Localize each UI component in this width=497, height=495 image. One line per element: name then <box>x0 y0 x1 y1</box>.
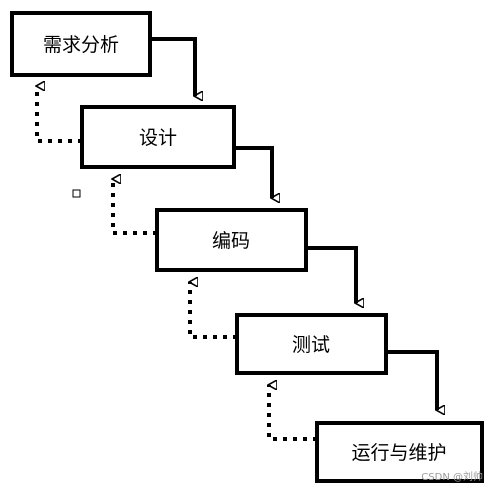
forward-arrow-requirements-to-design <box>150 37 195 96</box>
stage-label-testing: 测试 <box>292 334 330 356</box>
stage-label-maintenance: 运行与维护 <box>351 442 446 464</box>
stage-box-design: 设计 <box>80 105 236 169</box>
stage-box-requirements: 需求分析 <box>10 11 152 77</box>
stage-box-coding: 编码 <box>155 208 308 272</box>
feedback-arrow-design-to-requirements <box>35 86 82 143</box>
feedback-arrow-testing-to-coding <box>188 282 237 339</box>
stage-box-maintenance: 运行与维护 <box>315 421 484 483</box>
feedback-arrow-coding-to-design <box>111 179 157 235</box>
forward-arrow-design-to-coding <box>234 146 272 198</box>
stage-box-testing: 测试 <box>235 313 388 375</box>
stage-label-requirements: 需求分析 <box>43 34 119 56</box>
feedback-arrow-maintenance-to-testing <box>267 385 317 441</box>
stray-square-mark <box>72 189 81 198</box>
forward-arrow-coding-to-testing <box>306 246 356 303</box>
stage-label-design: 设计 <box>139 127 177 149</box>
csdn-watermark: CSDN @刘帅 <box>421 472 483 483</box>
stage-label-coding: 编码 <box>212 230 250 252</box>
forward-arrow-testing-to-maintenance <box>386 350 437 410</box>
